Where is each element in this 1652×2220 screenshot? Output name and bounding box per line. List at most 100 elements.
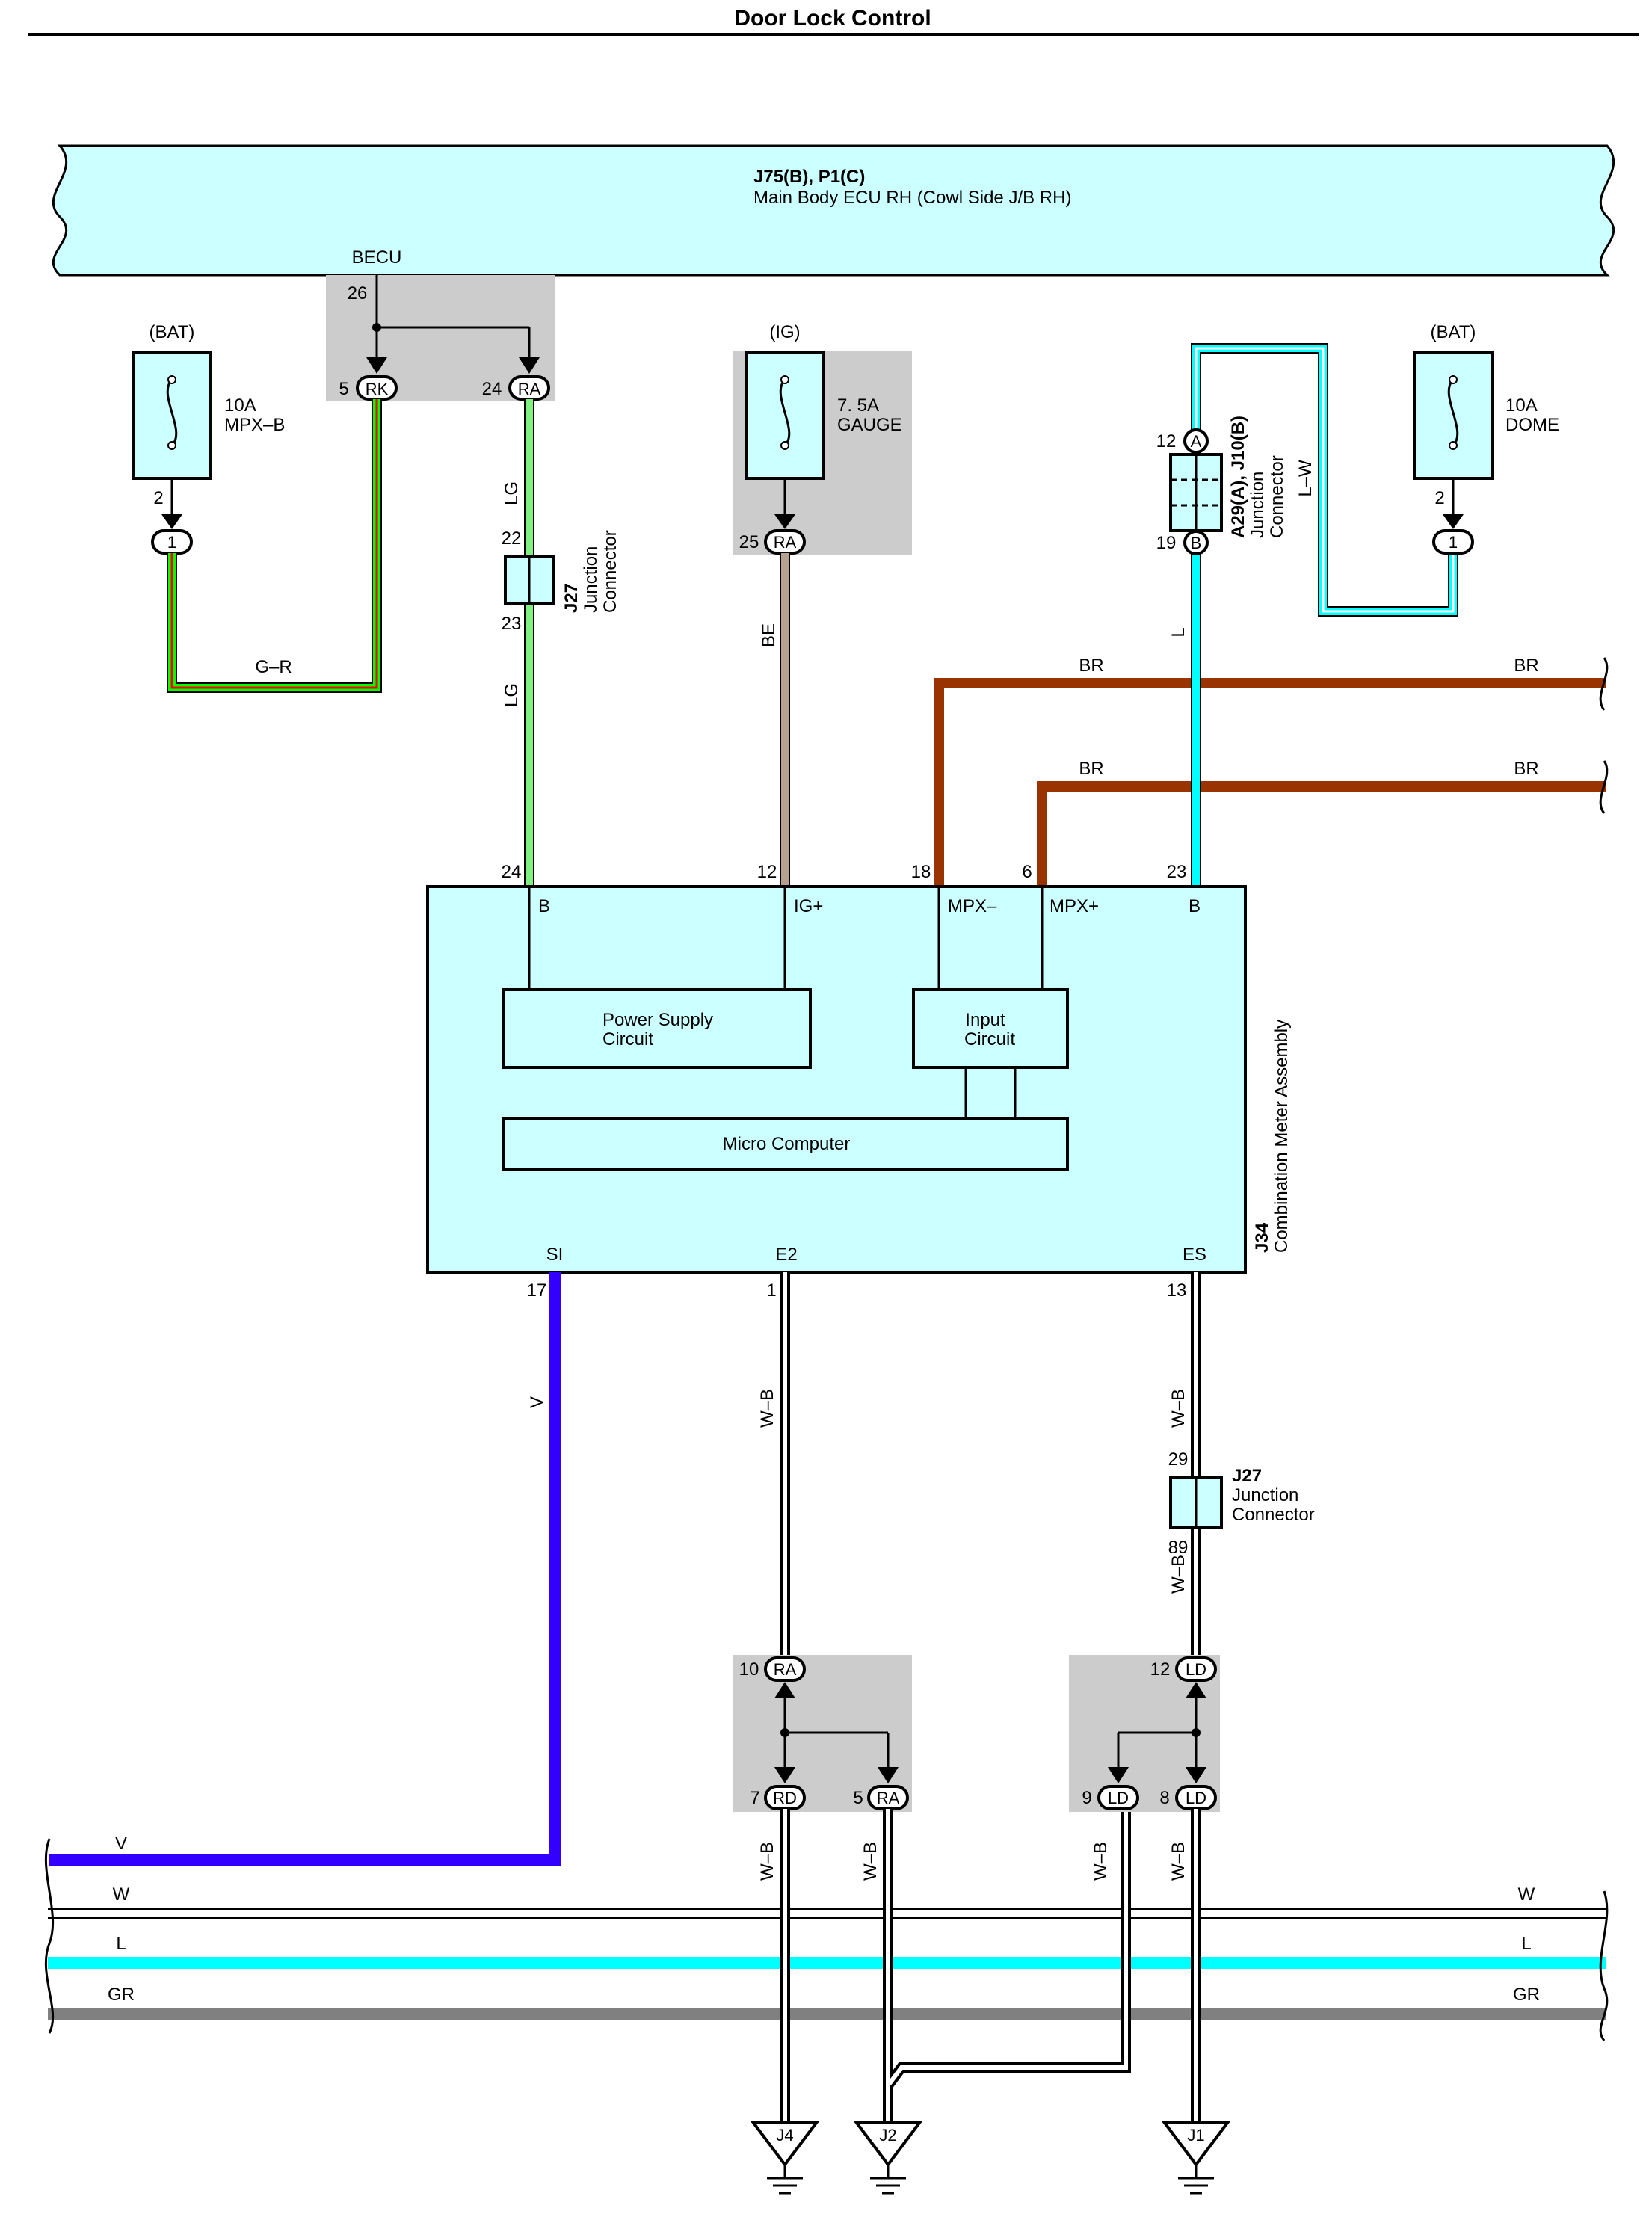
ground-j4: J4 bbox=[751, 2121, 819, 2195]
arrow-down-icon bbox=[519, 357, 540, 374]
fuse-dome-name: DOME bbox=[1505, 415, 1559, 435]
a29-code-top: A bbox=[1191, 432, 1202, 451]
connector-ra-bottom-code: RA bbox=[877, 1789, 900, 1807]
a29-pin-top: 12 bbox=[1156, 431, 1177, 451]
j27-lower-name-1: Junction bbox=[1232, 1485, 1298, 1505]
fuse-dome-source: (BAT) bbox=[1431, 322, 1476, 342]
j27-upper-pin-bottom: 23 bbox=[502, 614, 522, 634]
connector-ra-pin: 24 bbox=[482, 379, 502, 399]
power-supply-circuit bbox=[502, 988, 812, 1069]
meter-pin-1: 1 bbox=[766, 1280, 776, 1301]
splice-ld-top-code: LD bbox=[1186, 1660, 1206, 1679]
wire-label-lg-top: LG bbox=[502, 481, 522, 505]
connector-ld-bl-pin: 9 bbox=[1082, 1788, 1091, 1808]
j27-lower-pin-top: 29 bbox=[1168, 1449, 1189, 1470]
meter-pin-6: 6 bbox=[1022, 862, 1032, 882]
meter-term-ig: IG+ bbox=[794, 896, 823, 916]
ground-j2: J2 bbox=[854, 2121, 922, 2195]
bus-label-gr-left: GR bbox=[108, 1985, 135, 2005]
input-circuit-label-1: Input bbox=[965, 1010, 1005, 1030]
meter-pin-24: 24 bbox=[502, 862, 522, 882]
meter-term-mpx-plus: MPX+ bbox=[1050, 896, 1099, 916]
wire-label-lg-bottom: LG bbox=[502, 683, 522, 707]
fuse-icon bbox=[166, 378, 178, 447]
a29-name-2: Connector bbox=[1267, 455, 1287, 538]
j27-upper-name-2: Connector bbox=[600, 530, 620, 613]
connector-ld-bl-code: LD bbox=[1108, 1789, 1129, 1807]
wire-break-icon bbox=[1599, 760, 1609, 814]
wire-label-ld-left-wb: W–B bbox=[1091, 1842, 1111, 1881]
meter-pin-13: 13 bbox=[1167, 1280, 1187, 1301]
wire-label-br-upper-left: BR bbox=[1079, 656, 1103, 676]
j27-lower-id: J27 bbox=[1232, 1466, 1262, 1486]
a29-name-1: Junction bbox=[1248, 472, 1268, 538]
wire-label-be: BE bbox=[759, 623, 779, 647]
combination-meter-assembly: 24 12 18 6 23 B IG+ MPX– MPX+ B Power Su… bbox=[426, 862, 1292, 1274]
wire-label-l: L bbox=[1168, 627, 1189, 637]
junction-connector-a29-j10: A 12 B 19 A29(A), J10(B) Junction Connec… bbox=[1156, 416, 1287, 555]
arrow-down-icon bbox=[1443, 514, 1464, 529]
wire-label-e2-wb: W–B bbox=[757, 1389, 777, 1428]
splice-ra-top-pin: 10 bbox=[739, 1659, 759, 1680]
bus-label-gr-right: GR bbox=[1513, 1985, 1540, 2005]
fuse-icon bbox=[779, 378, 791, 447]
bus-label-l-left: L bbox=[116, 1934, 126, 1954]
j27-upper-id: J27 bbox=[561, 583, 582, 613]
meter-term-e2: E2 bbox=[775, 1245, 797, 1265]
ecu-pin-26: 26 bbox=[348, 283, 368, 303]
plug-1-right-label: 1 bbox=[1449, 533, 1458, 552]
wire-label-ra-right-wb: W–B bbox=[860, 1842, 881, 1881]
j27-lower-name-2: Connector bbox=[1232, 1505, 1315, 1525]
plug-1-right bbox=[1432, 529, 1474, 555]
meter-term-mpx-minus: MPX– bbox=[948, 896, 997, 916]
wire-break-icon bbox=[1599, 1890, 1609, 2041]
wire-label-j27-lower-wb: W–B bbox=[1168, 1555, 1189, 1594]
ecu-name: Main Body ECU RH (Cowl Side J/B RH) bbox=[753, 188, 1071, 208]
meter-term-si: SI bbox=[546, 1245, 564, 1265]
fuse-dome-pin: 2 bbox=[1434, 488, 1444, 508]
micro-computer-label: Micro Computer bbox=[723, 1134, 851, 1154]
fuse-mpx-b-name: MPX–B bbox=[224, 415, 285, 435]
wire-label-es-wb: W–B bbox=[1168, 1389, 1189, 1428]
power-supply-label-1: Power Supply bbox=[602, 1010, 713, 1030]
page-title: Door Lock Control bbox=[734, 6, 931, 31]
connector-ld-bottom-left bbox=[1097, 1785, 1139, 1810]
meter-term-es: ES bbox=[1183, 1245, 1206, 1265]
ecu-terminal-becu: BECU bbox=[352, 247, 402, 268]
arrow-down-icon bbox=[774, 514, 795, 529]
wire-break-icon bbox=[1599, 657, 1609, 711]
fuse-mpx-b-rating: 10A bbox=[224, 395, 256, 416]
arrow-down-icon bbox=[1108, 1767, 1129, 1783]
connector-ld-top bbox=[1175, 1656, 1217, 1682]
junction-connector-j27-lower: 29 89 J27 Junction Connector bbox=[1168, 1449, 1315, 1558]
splice-ld-top-pin: 12 bbox=[1150, 1659, 1171, 1680]
fuse-mpx-b-pin: 2 bbox=[153, 488, 163, 508]
connector-ra-code: RA bbox=[518, 380, 541, 398]
bus-label-l-right: L bbox=[1521, 1934, 1531, 1954]
ground-j2-label: J2 bbox=[879, 2126, 896, 2145]
wire-label-ld-right-wb: W–B bbox=[1168, 1842, 1189, 1881]
main-body-ecu: J75(B), P1(C) Main Body ECU RH (Cowl Sid… bbox=[52, 144, 1615, 277]
wire-label-v-vertical: V bbox=[527, 1396, 547, 1408]
splice-dot bbox=[372, 323, 381, 332]
wire-label-l-w: L–W bbox=[1295, 460, 1316, 497]
ground-j1-label: J1 bbox=[1187, 2126, 1204, 2145]
wire-label-br-upper-right: BR bbox=[1514, 656, 1538, 676]
j27-upper-pin-top: 22 bbox=[502, 528, 522, 549]
a29-pin-bottom: 19 bbox=[1156, 533, 1177, 553]
bus-label-w-right: W bbox=[1518, 1884, 1535, 1905]
connector-rk-code: RK bbox=[366, 380, 389, 398]
meter-id: J34 bbox=[1252, 1222, 1272, 1253]
wire-label-ra-left-wb: W–B bbox=[757, 1842, 777, 1881]
bus-label-v: V bbox=[115, 1834, 127, 1854]
meter-pin-18: 18 bbox=[911, 862, 931, 882]
a29-id: A29(A), J10(B) bbox=[1228, 416, 1248, 538]
arrow-down-icon bbox=[161, 514, 182, 529]
meter-pin-17: 17 bbox=[527, 1280, 547, 1301]
arrow-down-icon bbox=[774, 1767, 795, 1783]
connector-ld-br-code: LD bbox=[1186, 1789, 1206, 1807]
arrow-down-icon bbox=[366, 357, 387, 374]
connector-ra-gauge-code: RA bbox=[774, 533, 797, 552]
fuse-dome-rating: 10A bbox=[1505, 395, 1538, 416]
